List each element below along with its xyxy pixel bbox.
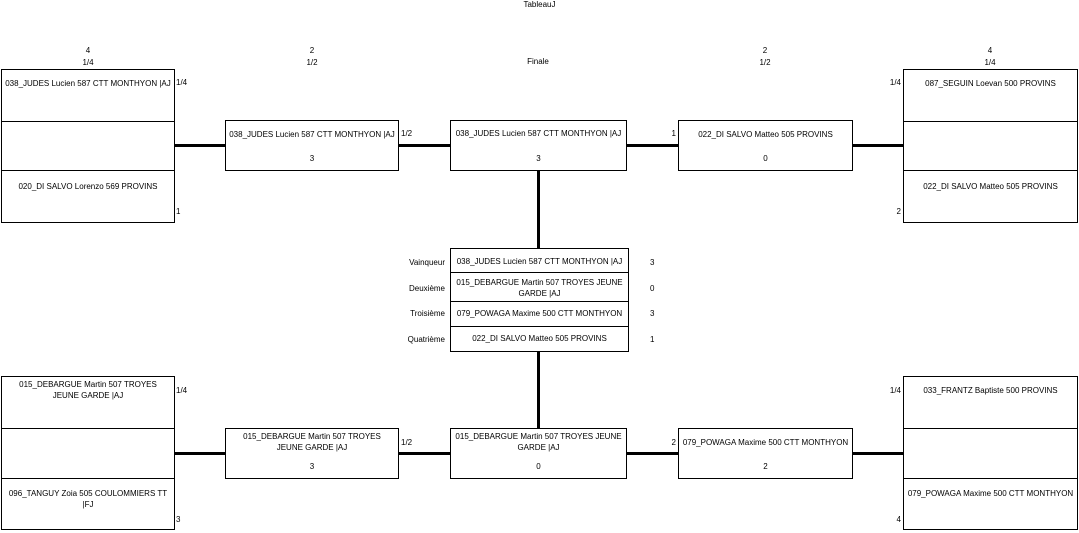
rank-name-third: 079_POWAGA Maxime 500 CTT MONTHYON <box>456 309 623 318</box>
bracket-line <box>399 144 451 147</box>
seed-number: 4 <box>896 515 901 524</box>
player-name: 022_DI SALVO Matteo 505 PROVINS <box>923 182 1058 191</box>
match-box-bottom-right-qf <box>903 376 1078 530</box>
rank-label-winner: Vainqueur <box>409 258 445 267</box>
header-right-outer-round: 1/4 <box>984 58 996 67</box>
bracket-line <box>175 452 225 455</box>
match-score: 3 <box>309 462 315 471</box>
divider <box>903 170 1078 171</box>
header-final: Finale <box>527 57 549 66</box>
divider <box>450 326 629 327</box>
player-name: 015_DEBARGUE Martin 507 TROYES JEUNE GAR… <box>243 432 381 452</box>
bracket-line <box>627 452 678 455</box>
match-box-final-bottom <box>450 428 627 479</box>
match-score: 2 <box>763 462 768 471</box>
player-name: 015_DEBARGUE Martin 507 TROYES JEUNE GAR… <box>455 432 622 452</box>
bracket-line <box>853 452 903 455</box>
rank-score-third: 3 <box>650 309 655 318</box>
divider <box>1 121 175 122</box>
bracket-line <box>399 452 451 455</box>
round-tag: 1/4 <box>176 386 188 395</box>
match-box-top-left-qf <box>1 69 175 223</box>
match-score: 0 <box>763 154 768 163</box>
header-left-inner-count: 2 <box>309 46 315 55</box>
seed-number: 1 <box>176 207 181 216</box>
divider <box>450 272 629 273</box>
bracket-line <box>627 144 678 147</box>
header-left-outer-round: 1/4 <box>82 58 94 67</box>
page-title: TableauJ <box>523 0 556 9</box>
player-name: 087_SEGUIN Loevan 500 PROVINS <box>925 79 1056 88</box>
rank-score-second: 0 <box>650 284 655 293</box>
header-right-outer-count: 4 <box>987 46 993 55</box>
divider <box>1 170 175 171</box>
match-box-bottom-left-sf <box>225 428 399 479</box>
match-score: 0 <box>536 462 541 471</box>
match-box-bottom-right-sf <box>678 428 853 479</box>
match-score: 3 <box>309 154 315 163</box>
round-tag: 1/2 <box>401 438 413 447</box>
player-name: 079_POWAGA Maxime 500 CTT MONTHYON <box>682 438 849 447</box>
divider <box>903 478 1078 479</box>
round-tag: 1/4 <box>889 386 901 395</box>
match-score: 3 <box>536 154 541 163</box>
rank-name-second: 015_DEBARGUE Martin 507 TROYES JEUNE GAR… <box>456 278 623 298</box>
divider <box>903 121 1078 122</box>
divider <box>1 428 175 429</box>
rank-label-second: Deuxième <box>408 284 445 293</box>
player-name: 038_JUDES Lucien 587 CTT MONTHYON |AJ <box>229 130 395 139</box>
match-box-bottom-left-qf <box>1 376 175 530</box>
player-name: 079_POWAGA Maxime 500 CTT MONTHYON <box>907 489 1074 498</box>
player-name: 096_TANGUY Zoia 505 COULOMMIERS TT |FJ <box>8 489 168 509</box>
bracket-line <box>537 171 540 248</box>
divider <box>903 428 1078 429</box>
rank-score-winner: 3 <box>650 258 655 267</box>
rank-score-fourth: 1 <box>650 335 655 344</box>
round-tag: 1/4 <box>889 78 901 87</box>
player-name: 033_FRANTZ Baptiste 500 PROVINS <box>923 386 1058 395</box>
header-left-inner-round: 1/2 <box>306 58 318 67</box>
player-name: 022_DI SALVO Matteo 505 PROVINS <box>698 130 833 139</box>
ranking-box <box>450 248 629 352</box>
player-name: 015_DEBARGUE Martin 507 TROYES JEUNE GAR… <box>19 380 157 400</box>
seed-number: 2 <box>896 207 901 216</box>
rank-name-winner: 038_JUDES Lucien 587 CTT MONTHYON |AJ <box>456 257 623 266</box>
bracket-line <box>537 352 540 429</box>
round-tag: 2 <box>671 438 676 447</box>
player-name: 020_DI SALVO Lorenzo 569 PROVINS <box>18 182 158 191</box>
round-tag: 1/4 <box>176 78 188 87</box>
rank-label-third: Troisième <box>410 309 445 318</box>
player-name: 038_JUDES Lucien 587 CTT MONTHYON |AJ <box>5 79 171 88</box>
header-left-outer-count: 4 <box>85 46 91 55</box>
divider <box>450 301 629 302</box>
match-box-top-left-sf <box>225 120 399 171</box>
match-box-top-right-qf <box>903 69 1078 223</box>
seed-number: 3 <box>176 515 181 524</box>
player-name: 038_JUDES Lucien 587 CTT MONTHYON |AJ <box>455 129 622 138</box>
rank-name-fourth: 022_DI SALVO Matteo 505 PROVINS <box>472 334 607 343</box>
bracket-line <box>853 144 903 147</box>
bracket-line <box>175 144 225 147</box>
header-right-inner-round: 1/2 <box>759 58 771 67</box>
rank-label-fourth: Quatrième <box>407 335 445 344</box>
divider <box>1 478 175 479</box>
match-box-final-top <box>450 120 627 171</box>
header-right-inner-count: 2 <box>762 46 768 55</box>
match-box-top-right-sf <box>678 120 853 171</box>
round-tag: 1/2 <box>401 129 413 138</box>
round-tag: 1 <box>671 129 676 138</box>
